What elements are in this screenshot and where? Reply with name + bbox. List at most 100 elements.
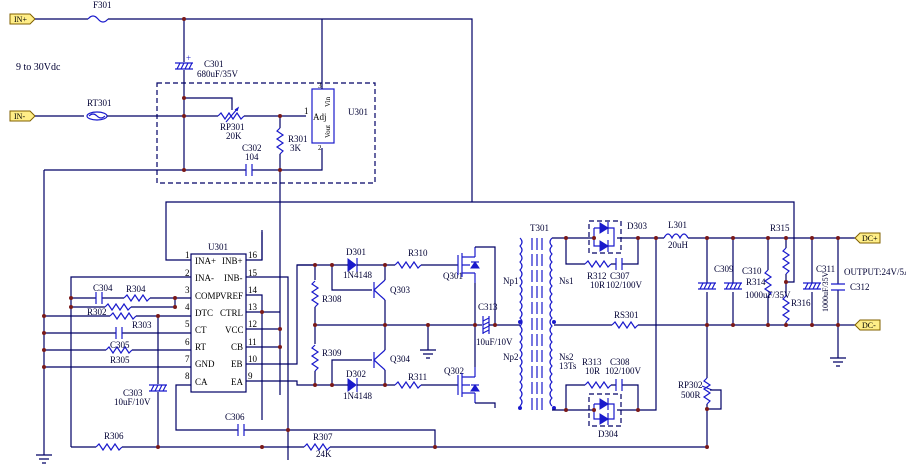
label-c313: C313 — [478, 302, 498, 312]
pin-inb-plus: INB+ — [222, 256, 243, 266]
mosfet-q301 — [457, 247, 480, 283]
pin-num-12: 12 — [248, 319, 257, 329]
port-dc-plus: DC+ — [854, 232, 881, 244]
port-in-minus: IN- — [9, 110, 36, 122]
port-in-plus: IN+ — [9, 13, 36, 25]
label-c301: C301 — [204, 59, 224, 69]
label-t301: T301 — [530, 223, 549, 233]
label-r313: R313 — [582, 357, 602, 367]
diode-d302 — [347, 378, 358, 392]
value-c302: 104 — [245, 152, 259, 162]
pin-num-6: 6 — [185, 337, 190, 347]
value-c310: 1000uF/35V — [745, 290, 791, 300]
pin-num-3: 3 — [185, 285, 190, 295]
value-r312: 10R — [590, 280, 605, 290]
label-rp302: RP302 — [678, 380, 703, 390]
pin-ca: CA — [195, 377, 208, 387]
pin-num-7: 7 — [185, 354, 190, 364]
pwm-ic-u301 — [190, 253, 247, 393]
capacitor-c302 — [245, 164, 253, 176]
ground-symbol-3 — [830, 357, 846, 367]
port-dc-plus-label: DC+ — [862, 234, 878, 243]
resistor-r313 — [584, 381, 612, 389]
label-c305: C305 — [110, 340, 130, 350]
pin-vcc: VCC — [225, 325, 244, 335]
value-r313: 10R — [585, 366, 600, 376]
value-c307: 102/100V — [606, 280, 643, 290]
resistor-r306 — [95, 443, 123, 451]
pin-num-13: 13 — [248, 302, 258, 312]
value-c313: 10uF/10V — [476, 337, 513, 347]
pin-1: 1 — [304, 106, 309, 116]
pin-ctrl: CTRL — [220, 308, 243, 318]
label-r310: R310 — [408, 248, 428, 258]
pin-num-10: 10 — [248, 354, 258, 364]
pin-eb: EB — [231, 359, 243, 369]
diode-d304 — [593, 398, 615, 425]
resistor-r312 — [584, 260, 612, 268]
pin-3: 3 — [318, 82, 322, 90]
diode-d303 — [593, 222, 615, 252]
pin-adj: Adj — [313, 112, 327, 122]
capacitor-c310 — [724, 282, 742, 290]
value-c311: 1000uF/35V — [821, 271, 830, 312]
label-rt301: RT301 — [87, 98, 111, 108]
label-q303: Q303 — [390, 285, 410, 295]
pin-gnd: GND — [195, 359, 215, 369]
ground-symbol-1 — [36, 454, 52, 464]
transistor-q304 — [373, 349, 386, 371]
capacitor-c313 — [482, 316, 490, 334]
label-c310: C310 — [742, 266, 762, 276]
label-r309: R309 — [322, 348, 342, 358]
port-in-minus-label: IN- — [14, 112, 25, 121]
transistor-q303 — [373, 279, 386, 301]
label-d301: D301 — [346, 247, 366, 257]
port-in-plus-label: IN+ — [14, 15, 27, 24]
label-c304: C304 — [93, 283, 113, 293]
label-r312: R312 — [587, 271, 607, 281]
pin-num-11: 11 — [248, 337, 257, 347]
label-r306: R306 — [104, 431, 124, 441]
label-d303: D303 — [627, 221, 647, 231]
capacitor-c309 — [698, 282, 716, 290]
pin-num-1: 1 — [185, 250, 190, 260]
pin-vout: Vout — [324, 125, 332, 138]
ground-symbol-2 — [420, 349, 436, 359]
label-r315: R315 — [770, 223, 790, 233]
output-rating-note: OUTPUT:24V/5A — [844, 267, 906, 277]
inductor-l301 — [663, 233, 689, 240]
pin-ina-plus: INA+ — [195, 256, 216, 266]
label-c303: C303 — [123, 388, 143, 398]
capacitor-c304 — [95, 292, 103, 304]
label-r301: R301 — [288, 134, 308, 144]
capacitor-c303 — [149, 384, 167, 392]
resistor-r309 — [311, 344, 319, 372]
regulator-module-box — [156, 82, 376, 184]
value-rp302: 500R — [681, 390, 701, 400]
label-ns2: Ns2 — [559, 352, 574, 362]
resistor-r302 — [104, 303, 132, 311]
pin-ct: CT — [195, 325, 207, 335]
label-r304: R304 — [126, 284, 146, 294]
mosfet-q302 — [457, 367, 480, 403]
label-u301-reg: U301 — [348, 107, 368, 117]
label-q304: Q304 — [390, 354, 410, 364]
resistor-r315 — [782, 247, 790, 275]
input-range-note: 9 to 30Vdc — [16, 62, 61, 73]
pin-num-2: 2 — [185, 268, 190, 278]
pin-num-15: 15 — [248, 268, 258, 278]
potentiometer-rp302 — [703, 377, 711, 405]
port-dc-minus-label: DC- — [862, 321, 876, 330]
diode-pack-d304-box — [588, 393, 622, 427]
resistor-r303 — [109, 312, 137, 320]
value-rp301: 20K — [226, 131, 242, 141]
regulator-u301 — [311, 88, 335, 144]
label-r307: R307 — [313, 432, 333, 442]
capacitor-c307 — [615, 258, 623, 270]
pin-num-5: 5 — [185, 319, 190, 329]
pin-dtc: DTC — [195, 308, 213, 318]
pin-ina-minus: INA- — [195, 273, 214, 283]
label-r308: R308 — [322, 294, 342, 304]
pin-num-8: 8 — [185, 371, 190, 381]
label-rp301: RP301 — [220, 122, 245, 132]
